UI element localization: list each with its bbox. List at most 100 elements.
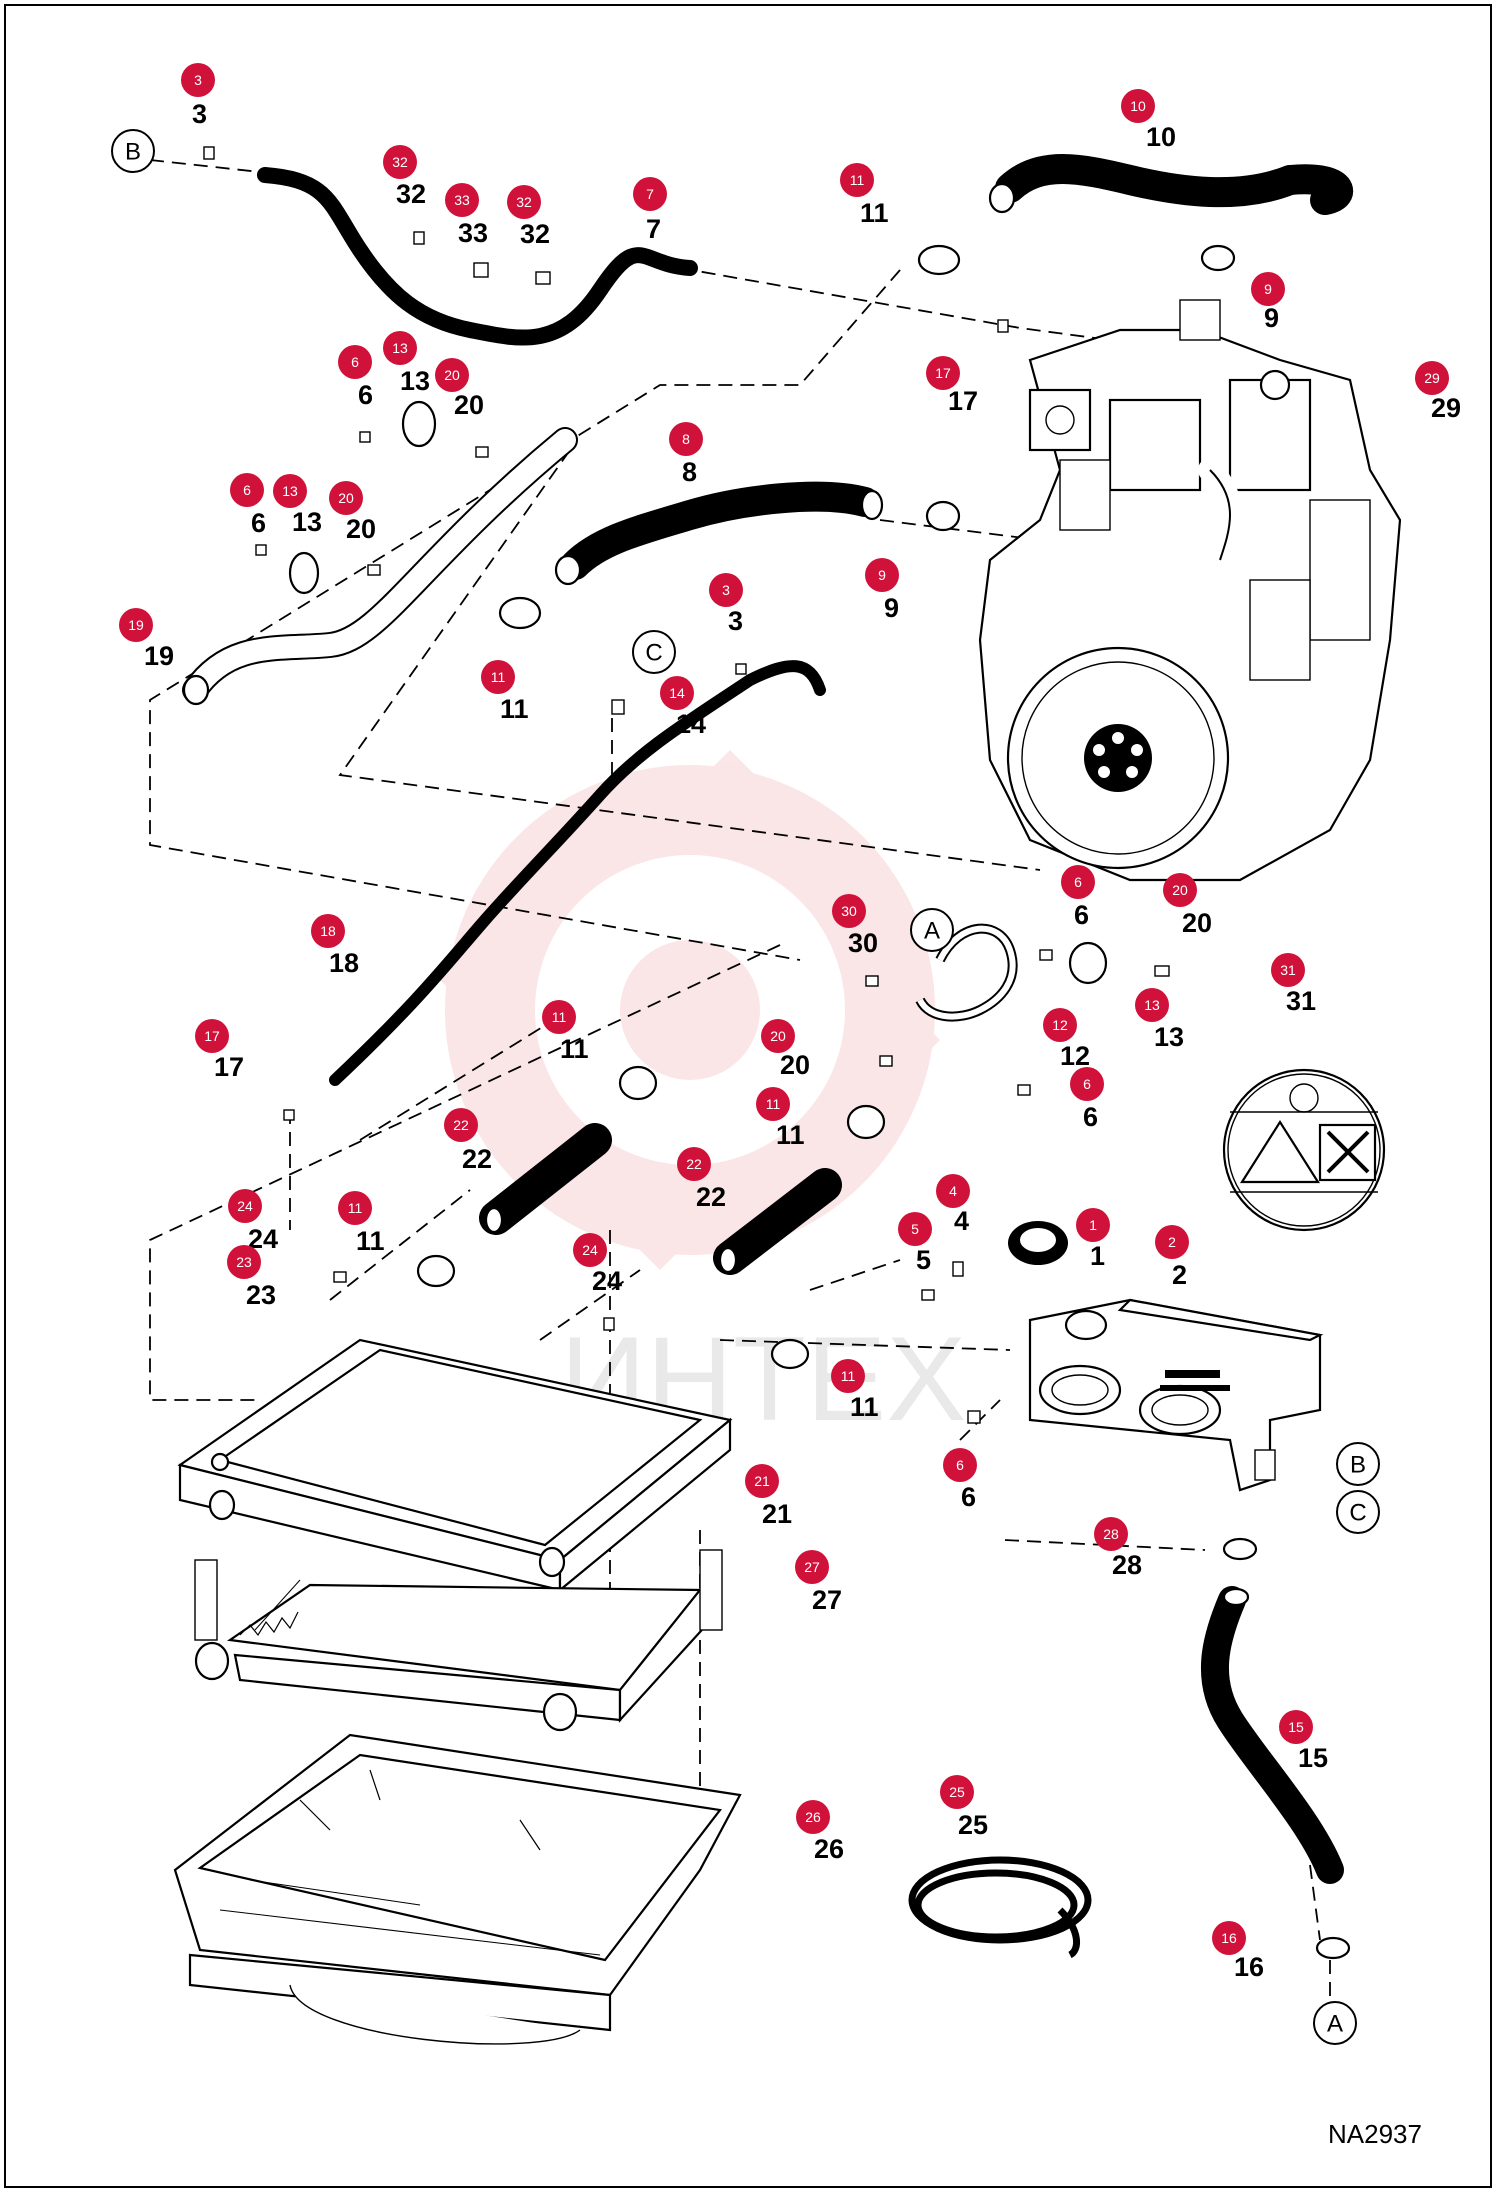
callout-13: 13 13 (1135, 988, 1184, 1052)
callout-9: 99 (1251, 272, 1285, 333)
part-badge: 10 (1121, 89, 1155, 123)
callout-9: 99 (865, 558, 899, 623)
part-number-label: 16 (1234, 1952, 1264, 1982)
callout-6: 66 (338, 345, 373, 410)
part-number-label: 25 (958, 1810, 988, 1840)
part-badge: 17 (926, 356, 960, 390)
part-number-label: 20 (1182, 908, 1212, 938)
part-badge: 6 (230, 473, 264, 507)
part-badge: 11 (756, 1087, 790, 1121)
part-number-label: 13 (400, 366, 430, 396)
callout-13: 13 13 (383, 331, 430, 396)
reference-marker-c: C (632, 630, 676, 674)
svg-text:21: 21 (754, 1473, 770, 1489)
part-badge: 15 (1279, 1710, 1313, 1744)
part-number-label: 14 (676, 709, 706, 739)
part-badge: 11 (542, 1000, 576, 1034)
svg-text:27: 27 (804, 1559, 820, 1575)
svg-text:9: 9 (878, 567, 886, 583)
part-number-label: 20 (346, 514, 376, 544)
part-number-label: 6 (961, 1482, 976, 1512)
charge-air-cooler-27 (194, 1549, 723, 1732)
radiator-21 (177, 1338, 733, 1593)
fan-shroud-26 (173, 1733, 742, 2045)
part-number-label: 4 (954, 1206, 969, 1236)
reference-marker-a: A (910, 908, 954, 952)
svg-text:A: A (1327, 2011, 1343, 2038)
hose-18 (329, 660, 826, 1086)
svg-text:24: 24 (582, 1242, 598, 1258)
part-number-label: 1 (1090, 1241, 1105, 1271)
part-badge: 22 (677, 1147, 711, 1181)
part-number-label: 9 (1264, 303, 1279, 333)
part-badge: 20 (329, 481, 363, 515)
part-badge: 3 (181, 63, 215, 97)
part-badge: 27 (795, 1550, 829, 1584)
part-badge: 31 (1271, 953, 1305, 987)
part-badge: 14 (660, 676, 694, 710)
part-badge: 19 (119, 608, 153, 642)
svg-text:B: B (125, 139, 141, 166)
drawing-code: NA2937 (1328, 2119, 1422, 2149)
part-badge: 16 (1212, 1921, 1246, 1955)
svg-text:16: 16 (1221, 1930, 1237, 1946)
part-number-label: 17 (214, 1052, 244, 1082)
part-badge: 20 (1163, 873, 1197, 907)
svg-text:22: 22 (453, 1117, 469, 1133)
part-badge: 24 (228, 1189, 262, 1223)
engine-29 (978, 299, 1402, 882)
svg-text:13: 13 (392, 340, 408, 356)
svg-text:B: B (1350, 1452, 1366, 1479)
part-badge: 2 (1155, 1225, 1189, 1259)
hose-7 (257, 167, 698, 346)
svg-text:10: 10 (1130, 98, 1146, 114)
part-badge: 7 (633, 177, 667, 211)
part-badge: 32 (507, 185, 541, 219)
callout-6: 66 (230, 473, 266, 538)
svg-text:17: 17 (204, 1028, 220, 1044)
reference-marker-a: A (1313, 2001, 1357, 2045)
svg-text:26: 26 (805, 1809, 821, 1825)
svg-text:31: 31 (1280, 962, 1296, 978)
svg-text:11: 11 (766, 1096, 781, 1112)
svg-text:C: C (645, 640, 662, 667)
hose-8 (554, 481, 884, 586)
callout-4: 44 (936, 1174, 970, 1236)
part-number-label: 2 (1172, 1260, 1187, 1290)
part-badge: 9 (1251, 272, 1285, 306)
part-badge: 6 (943, 1448, 977, 1482)
svg-text:7: 7 (646, 186, 654, 202)
part-badge: 9 (865, 558, 899, 592)
part-number-label: 11 (356, 1226, 385, 1256)
svg-text:11: 11 (850, 172, 865, 188)
svg-text:32: 32 (516, 194, 532, 210)
svg-text:13: 13 (1144, 997, 1160, 1013)
pressure-cap-1 (1008, 1221, 1108, 1341)
part-number-label: 28 (1112, 1550, 1142, 1580)
svg-text:A: A (924, 918, 940, 945)
part-number-label: 3 (192, 99, 207, 129)
part-number-label: 13 (1154, 1022, 1184, 1052)
svg-text:32: 32 (392, 154, 408, 170)
svg-text:28: 28 (1103, 1526, 1119, 1542)
tube-19 (182, 427, 578, 706)
part-badge: 11 (831, 1359, 865, 1393)
part-number-label: 9 (884, 593, 899, 623)
part-badge: 32 (383, 145, 417, 179)
